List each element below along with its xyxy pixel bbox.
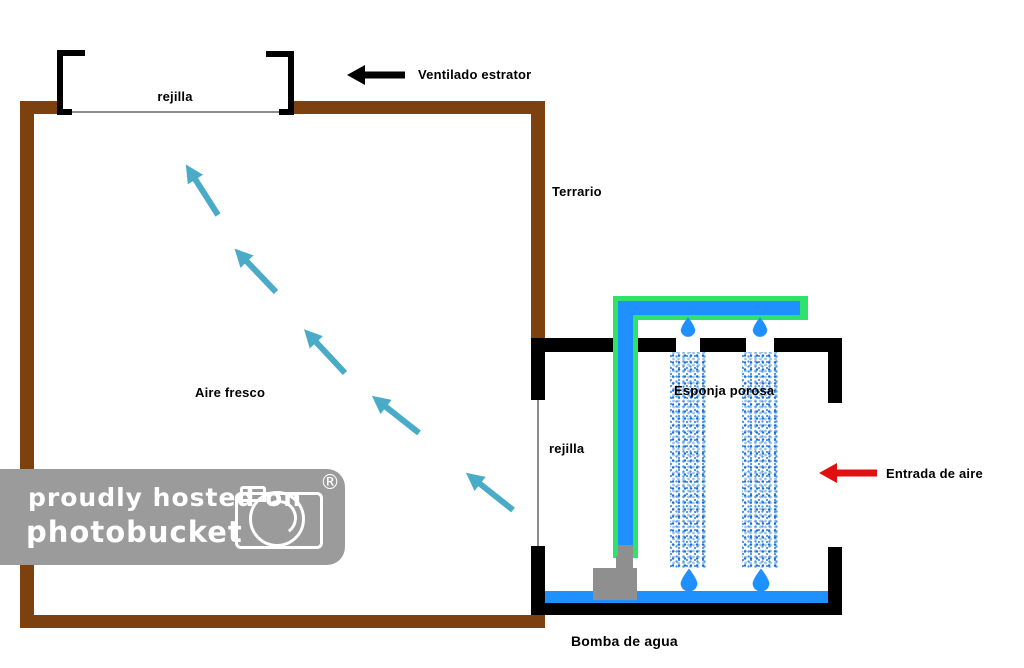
side-grille-label: rejilla [549, 441, 585, 456]
side-grille-line [537, 400, 539, 546]
tube-intake [618, 545, 633, 558]
humidifier-wall-right-upper [828, 338, 842, 403]
humidifier-wall-top-segment [774, 338, 842, 352]
fresh-air-arrow [297, 323, 351, 379]
top-grille-label: rejilla [157, 89, 193, 104]
humidifier-wall-left-lower [531, 546, 545, 615]
terrarium-wall-top-left [20, 101, 58, 114]
porous-sponge-column [670, 352, 706, 568]
terrarium-wall-bottom [20, 615, 545, 628]
fresh-air-arrow [366, 389, 424, 440]
humidifier-wall-left-upper [531, 338, 545, 400]
porous-sponge-column [742, 352, 778, 568]
humidifier-wall-bottom [531, 603, 842, 615]
water-droplet [752, 317, 768, 337]
water-tube-inner-vertical [618, 301, 633, 545]
water-pump-neck [616, 556, 633, 570]
terrarium-label: Terrario [552, 184, 602, 199]
air-inlet-arrow [819, 463, 877, 483]
watermark-line2: photobucket [26, 515, 243, 549]
water-tube-inner-horizontal [618, 301, 800, 315]
fresh-air-label: Aire fresco [195, 385, 266, 400]
vent-bracket-left-top-stub [57, 50, 85, 56]
humidifier-wall-top-segment [700, 338, 746, 352]
air-inlet-label: Entrada de aire [886, 466, 983, 481]
fresh-air-arrow [460, 466, 518, 517]
vent-bracket-right-top-stub [266, 51, 294, 57]
vent-bracket-left-bottom-stub [57, 109, 72, 115]
water-droplet [680, 317, 696, 337]
vent-bracket-right-bottom-stub [279, 109, 294, 115]
humidifier-wall-top-segment [531, 338, 613, 352]
photobucket-watermark: proudly hosted on photobucket ® [0, 469, 345, 565]
extractor-fan-arrow [347, 65, 405, 85]
humidifier-wall-top-segment [638, 338, 676, 352]
water-droplet [680, 568, 698, 592]
vent-bracket-left [57, 50, 63, 115]
terrarium-wall-right [531, 101, 545, 338]
camera-icon-lens [249, 491, 305, 547]
fresh-air-arrow [228, 242, 282, 298]
water-pump-label: Bomba de agua [571, 633, 678, 649]
humidifier-wall-right-lower [828, 547, 842, 615]
terrarium-wall-top-right [294, 101, 545, 114]
fresh-air-arrow [178, 160, 225, 220]
top-grille-line [58, 111, 294, 113]
vent-bracket-right [288, 51, 294, 115]
water-pump-body [593, 568, 637, 600]
registered-trademark-icon: ® [320, 470, 340, 494]
porous-sponge-label: Esponja porosa [674, 383, 775, 398]
water-reservoir [545, 591, 828, 603]
extractor-fan-label: Ventilado estrator [418, 67, 532, 82]
water-droplet [752, 568, 770, 592]
